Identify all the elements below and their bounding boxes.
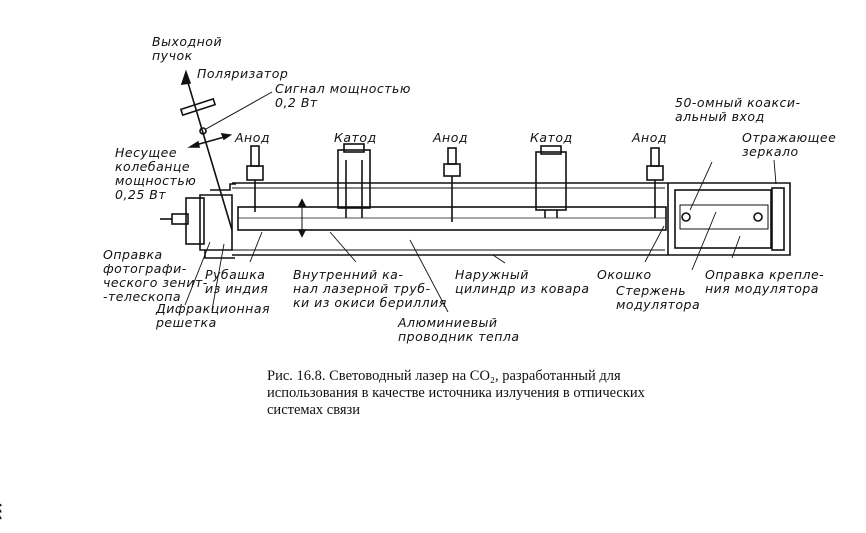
label-window: Окошко [597,267,652,282]
beam-arrow [180,69,192,85]
label-modulator-mount: Оправка крепле- ния модулятора [705,267,825,296]
outer-cylinder [232,182,791,256]
label-diffraction-grating: Дифракционная решетка [156,301,271,330]
label-modulator-rod: Стержень модулятора [616,283,701,312]
label-carrier: Несущее колебанце мощностью 0,25 Вт [115,145,197,202]
label-anode-2: Анод [433,130,469,145]
label-cathode-1: Катод [334,130,377,145]
leader-lines [184,159,777,313]
label-zenith-mount: Оправка фотографи- ческого зенит- -телес… [103,247,208,304]
anode-2 [443,147,461,222]
anode-3 [646,147,664,218]
modulator-mount [674,189,772,249]
label-mirror: Отражающее зеркало [742,130,837,159]
figure-caption: Рис. 16.8. Световодный лазер на CO₂, раз… [267,368,645,418]
label-cathode-2: Катод [530,130,573,145]
left-end-fitting [199,183,236,259]
polarizer-plate [179,97,217,117]
page-number: 411 [0,500,4,522]
label-aluminum-conductor: Алюминиевый проводник тепла [398,315,520,344]
label-outer-cylinder: Наружный цилиндр из ковара [455,267,590,296]
cathode-2 [535,145,567,218]
label-anode-1: Анод [235,130,271,145]
label-signal-power: Сигнал мощностью 0,2 Вт [275,81,411,110]
leader-signal [205,91,273,130]
cathode-1 [337,143,371,218]
reflecting-mirror [771,187,785,251]
label-coax-input: 50-омный коакси- альный вход [675,95,801,124]
label-anode-3: Анод [632,130,668,145]
label-polarizer: Поляризатор [197,66,289,81]
polarizer-point [199,127,207,135]
label-output-beam: Выходной пучок [152,34,223,63]
modulator-rod [679,204,769,230]
label-inner-channel: Внутренний ка- нал лазерной труб- ки из … [293,267,447,310]
beam-line [185,75,233,231]
anode-1 [246,145,264,212]
label-indium-jacket: Рубашка из индия [205,267,269,296]
